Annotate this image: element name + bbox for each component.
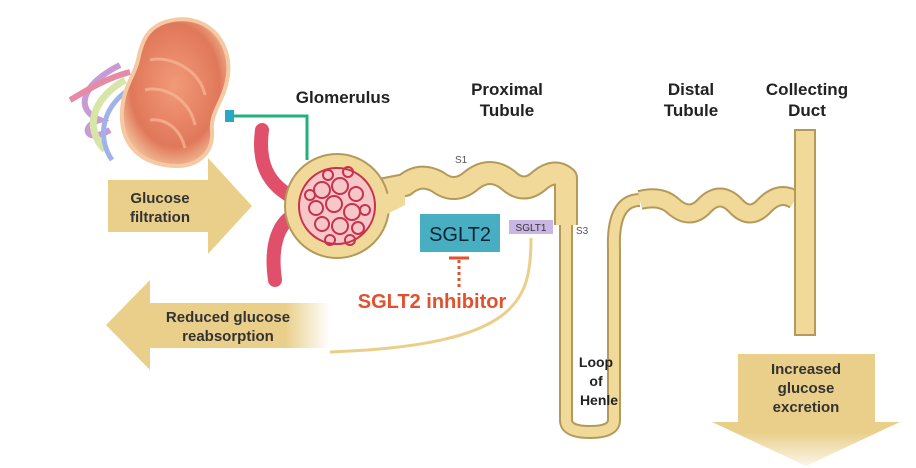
glomerulus-capillaries (298, 166, 376, 246)
excretion-label-line2: glucose (778, 380, 835, 397)
collecting-duct-label-line1: Collecting (766, 80, 848, 99)
connector-line (234, 114, 309, 160)
glucose-filtration-arrow (108, 158, 252, 254)
s1-label: S1 (455, 155, 468, 166)
increased-excretion-arrow (712, 354, 900, 466)
kidney-illustration (68, 17, 234, 168)
sglt1-transporter-box (509, 220, 553, 234)
collecting-duct-label-line2: Duct (788, 101, 826, 120)
inhibition-marker (449, 256, 469, 290)
filtration-label-line1: Glucose (130, 190, 189, 207)
s3-label: S3 (576, 226, 589, 237)
sglt2-inhibitor-label: SGLT2 inhibitor (358, 291, 507, 313)
sglt2-transporter-box (420, 214, 500, 252)
sglt2-label: SGLT2 (429, 224, 491, 246)
proximal-tubule-label-line1: Proximal (471, 80, 543, 99)
loop-of-henle-line2: of (589, 373, 603, 389)
reabsorption-label-line2: reabsorption (182, 328, 274, 345)
nephron-tubule (284, 129, 816, 439)
loop-of-henle-line1: Loop (579, 354, 613, 370)
glomerulus-label: Glomerulus (296, 88, 390, 107)
filtration-label-line2: filtration (130, 209, 190, 226)
excretion-label-line3: excretion (773, 399, 840, 416)
proximal-tubule-label-line2: Tubule (480, 101, 534, 120)
distal-tubule-label-line1: Distal (668, 80, 714, 99)
sglt1-label: SGLT1 (516, 223, 547, 234)
reduced-reabsorption-arrow (106, 280, 330, 370)
excretion-label-line1: Increased (771, 361, 841, 378)
loop-of-henle-line3: Henle (580, 392, 618, 408)
reabsorption-label-line1: Reduced glucose (166, 309, 290, 326)
distal-tubule-label-line2: Tubule (664, 101, 718, 120)
reabsorption-curve (329, 237, 533, 354)
